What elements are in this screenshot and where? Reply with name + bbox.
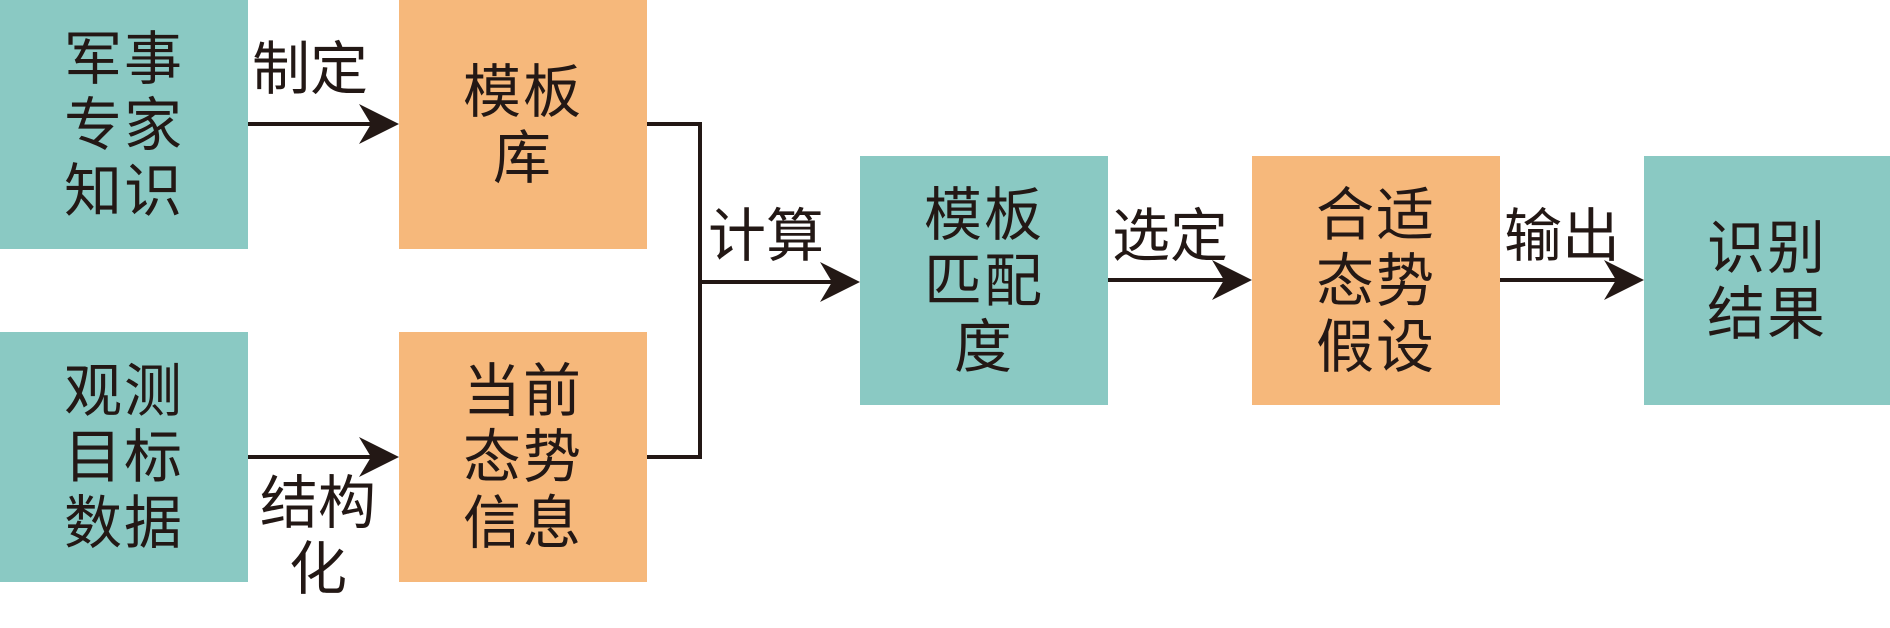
node-template-match-line-1: 模板 — [923, 180, 1044, 249]
edge-label-structure-line-2: 化 — [288, 535, 347, 603]
node-observed-data-line-3: 数据 — [63, 489, 184, 557]
node-hypothesis-line-2: 态势 — [1315, 246, 1436, 315]
edge-label-structure: 结构 化 — [252, 470, 384, 602]
edge-label-output: 输出 — [1504, 202, 1621, 270]
node-template-library: 模板 库 — [399, 0, 647, 249]
node-hypothesis-line-1: 合适 — [1315, 180, 1436, 249]
node-expert-knowledge: 军事 专家 知识 — [0, 0, 248, 249]
node-hypothesis: 合适 态势 假设 — [1252, 156, 1500, 405]
node-current-situation-line-3: 信息 — [462, 489, 583, 557]
node-hypothesis-line-3: 假设 — [1315, 312, 1436, 381]
edge-label-compute: 计算 — [708, 202, 825, 270]
edge-label-formulate: 制定 — [252, 35, 369, 103]
node-result: 识别 结果 — [1644, 156, 1890, 405]
node-expert-knowledge-line-2: 专家 — [63, 90, 184, 159]
node-expert-knowledge-line-1: 军事 — [63, 24, 184, 93]
node-template-match: 模板 匹配 度 — [860, 156, 1108, 405]
node-observed-data: 观测 目标 数据 — [0, 332, 248, 582]
node-observed-data-line-1: 观测 — [63, 357, 184, 425]
node-template-match-line-3: 度 — [953, 312, 1014, 381]
node-current-situation: 当前 态势 信息 — [399, 332, 647, 582]
node-result-line-2: 结果 — [1706, 279, 1827, 348]
node-template-library-line-1: 模板 — [462, 57, 583, 126]
node-current-situation-line-2: 态势 — [462, 423, 583, 491]
node-current-situation-line-1: 当前 — [462, 357, 583, 425]
connector-library-to-merge — [647, 122, 702, 459]
node-template-match-line-2: 匹配 — [923, 246, 1044, 315]
edge-label-select: 选定 — [1112, 202, 1229, 270]
node-expert-knowledge-line-3: 知识 — [63, 156, 184, 225]
node-template-library-line-2: 库 — [492, 123, 553, 192]
edge-label-structure-line-1: 结构 — [259, 469, 376, 537]
node-observed-data-line-2: 目标 — [63, 423, 184, 491]
node-result-line-1: 识别 — [1706, 213, 1827, 282]
